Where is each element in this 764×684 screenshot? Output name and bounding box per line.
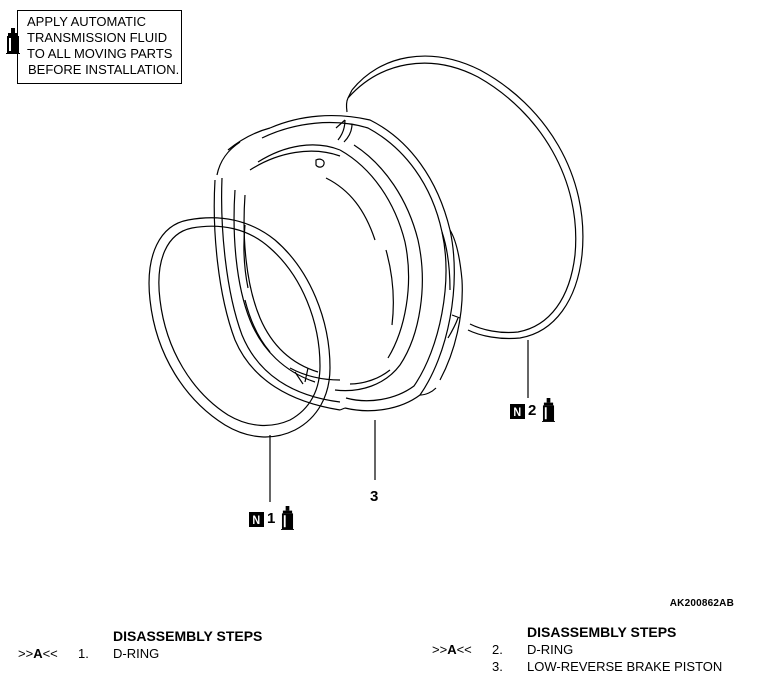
- oil-can-icon-1: [281, 506, 294, 530]
- steps-right-title: DISASSEMBLY STEPS: [527, 624, 677, 640]
- steps-left-item-1-num: 1.: [78, 646, 89, 661]
- steps-left-item-1-text: D-RING: [113, 646, 160, 661]
- steps-right-item-3-text: LOW-REVERSE BRAKE PISTON: [527, 659, 723, 674]
- note-line-4: BEFORE INSTALLATION.: [28, 62, 180, 77]
- callout-part-1: 1: [267, 510, 276, 527]
- exploded-view-diagram: [148, 55, 584, 502]
- figure-code: AK200862AB: [669, 598, 734, 609]
- steps-right-marker: >>A<<: [432, 642, 472, 657]
- steps-right-item-2-num: 2.: [492, 642, 503, 657]
- callout-part-2: 2: [528, 402, 537, 419]
- steps-right-item-3-num: 3.: [492, 659, 503, 674]
- d-ring-small: [148, 217, 331, 438]
- n-mark-icon-1: N: [249, 512, 264, 527]
- steps-right-item-2-text: D-RING: [527, 642, 574, 657]
- note-line-2: TRANSMISSION FLUID: [27, 30, 168, 45]
- note-line-3: TO ALL MOVING PARTS: [27, 46, 173, 61]
- oil-can-icon: [6, 28, 20, 54]
- d-ring-large: [345, 55, 584, 340]
- note-line-1: APPLY AUTOMATIC: [27, 14, 146, 29]
- callout-part-3: 3: [370, 488, 379, 505]
- n-mark-icon-2: N: [510, 404, 525, 419]
- fluid-note-box: APPLY AUTOMATIC TRANSMISSION FLUID TO AL…: [17, 10, 182, 84]
- piston-body: [213, 114, 463, 412]
- steps-left-marker: >>A<<: [18, 646, 58, 661]
- oil-can-icon-2: [542, 398, 555, 422]
- steps-left-title: DISASSEMBLY STEPS: [113, 628, 263, 644]
